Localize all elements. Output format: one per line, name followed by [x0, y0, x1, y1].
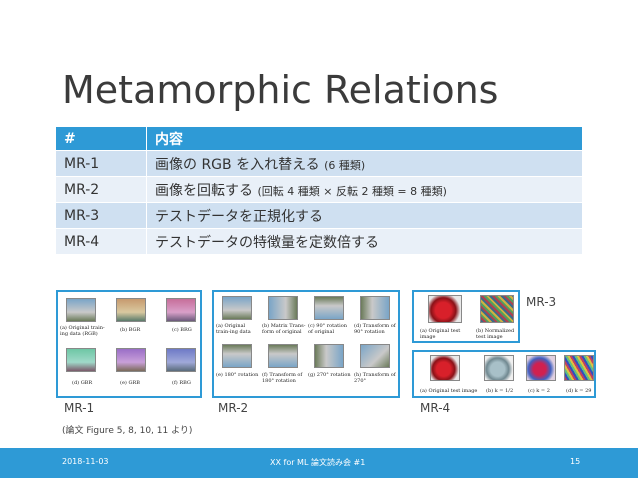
mr1-thumb — [166, 348, 196, 372]
table-row: MR-3 テストデータを正規化する — [56, 202, 582, 229]
row-main: 画像を回転する — [155, 182, 253, 199]
mr2-caption: (c) 90° rotation of original — [308, 323, 347, 335]
row-id: MR-1 — [56, 150, 147, 177]
mr1-caption: (d) GBR — [72, 380, 93, 386]
mr4-caption: (d) k = 29 — [566, 388, 592, 394]
mr4-caption: (a) Original test image — [420, 388, 478, 394]
mr4-thumb — [484, 355, 514, 381]
mr1-thumb — [66, 348, 96, 372]
mr2-thumb — [314, 296, 344, 320]
mr2-figure: (a) Original train-ing data (b) Matrix T… — [212, 290, 400, 398]
mr2-caption: (g) 270° rotation — [308, 372, 351, 378]
row-small: (6 種類) — [324, 158, 366, 172]
table-row: MR-2 画像を回転する (回転 4 種類 × 反転 2 種類 = 8 種類) — [56, 176, 582, 203]
mr2-thumb — [222, 296, 252, 320]
row-id: MR-2 — [56, 176, 147, 203]
mr1-caption: (e) GRB — [120, 380, 140, 386]
mr2-caption: (h) Transform of 270° — [354, 372, 396, 384]
header-content: 内容 — [146, 127, 582, 151]
table-row: MR-1 画像の RGB を入れ替える (6 種類) — [56, 150, 582, 177]
mr2-caption: (a) Original train-ing data — [216, 323, 251, 335]
mr3-figure: (a) Original test image (b) Normalized t… — [412, 290, 520, 343]
table-row: MR-4 テストデータの特徴量を定数倍する — [56, 228, 582, 254]
mr3-caption: (b) Normalized test image — [476, 328, 515, 340]
mr2-thumb — [314, 344, 344, 368]
mr4-thumb — [430, 355, 460, 381]
row-small: (回転 4 種類 × 反転 2 種類 = 8 種類) — [257, 184, 447, 198]
mr2-thumb — [268, 296, 298, 320]
mr1-caption: (a) Original train-ing data (RGB) — [60, 325, 105, 337]
mr3-label: MR-3 — [526, 295, 557, 309]
mr2-thumb — [268, 344, 298, 368]
row-content: テストデータの特徴量を定数倍する — [146, 228, 582, 254]
footer-event: XX for ML 論文読み会 #1 — [270, 458, 366, 467]
page-number: 15 — [570, 457, 581, 466]
mr1-thumb — [66, 298, 96, 322]
mr4-label: MR-4 — [420, 401, 451, 415]
slide-title: Metamorphic Relations — [62, 68, 499, 112]
mr1-caption: (b) BGR — [120, 327, 141, 333]
mr3-thumb — [428, 295, 462, 323]
mr4-figure: (a) Original test image (b) k = 1/2 (c) … — [412, 350, 596, 398]
row-content: 画像を回転する (回転 4 種類 × 反転 2 種類 = 8 種類) — [146, 176, 582, 203]
mr2-caption: (e) 180° rotation — [216, 372, 259, 378]
mr4-caption: (b) k = 1/2 — [486, 388, 514, 394]
mr1-thumb — [116, 348, 146, 372]
footer-bar: 2018-11-03 XX for ML 論文読み会 #1 15 — [0, 448, 638, 478]
mr4-thumb — [564, 355, 594, 381]
header-number: # — [56, 127, 147, 151]
mr2-caption: (d) Transform of 90° rotation — [354, 323, 396, 335]
footer-date: 2018-11-03 — [62, 457, 109, 466]
row-content: 画像の RGB を入れ替える (6 種類) — [146, 150, 582, 177]
mr3-thumb — [480, 295, 514, 323]
row-main: テストデータの特徴量を定数倍する — [155, 234, 379, 251]
row-main: テストデータを正規化する — [155, 208, 323, 225]
source-note: (論文 Figure 5, 8, 10, 11 より) — [62, 426, 193, 436]
row-main: 画像の RGB を入れ替える — [155, 156, 320, 173]
mr2-thumb — [360, 296, 390, 320]
mr1-label: MR-1 — [64, 401, 95, 415]
mr2-caption: (f) Transform of 180° rotation — [262, 372, 303, 384]
table-header-row: # 内容 — [56, 127, 582, 151]
mr4-thumb — [526, 355, 556, 381]
mr1-figure: (a) Original train-ing data (RGB) (b) BG… — [56, 290, 202, 398]
mr-table: # 内容 MR-1 画像の RGB を入れ替える (6 種類) MR-2 画像を… — [56, 127, 582, 254]
mr1-thumb — [166, 298, 196, 322]
mr1-thumb — [116, 298, 146, 322]
mr1-caption: (f) RBG — [172, 380, 191, 386]
row-content: テストデータを正規化する — [146, 202, 582, 229]
mr3-caption: (a) Original test image — [420, 328, 461, 340]
row-id: MR-3 — [56, 202, 147, 229]
mr2-thumb — [222, 344, 252, 368]
mr2-caption: (b) Matrix Trans-form of original — [262, 323, 306, 335]
mr2-thumb — [360, 344, 390, 368]
row-id: MR-4 — [56, 228, 147, 254]
mr1-caption: (c) BRG — [172, 327, 192, 333]
mr2-label: MR-2 — [218, 401, 249, 415]
mr4-caption: (c) k = 2 — [528, 388, 550, 394]
